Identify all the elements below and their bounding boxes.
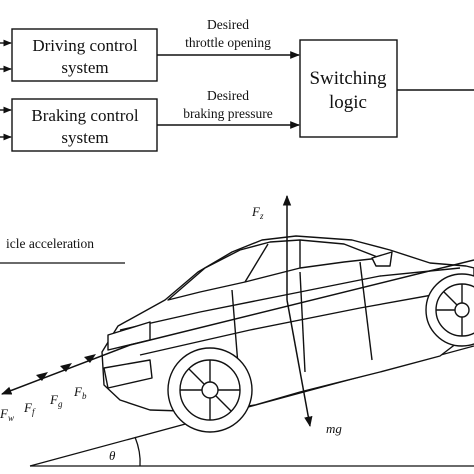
fb-label: Fb	[73, 384, 87, 401]
driving-block-line2: system	[61, 58, 108, 77]
fz-label: Fz	[251, 204, 264, 221]
mg-label: mg	[326, 421, 342, 436]
block-diagram	[0, 28, 474, 152]
switching-logic-block	[299, 39, 398, 138]
driving-block-line1: Driving control	[32, 36, 138, 55]
axis-line	[129, 259, 474, 346]
theta-arc	[134, 436, 141, 467]
ff-label: Ff	[23, 400, 36, 417]
car	[101, 235, 474, 433]
braking-block-line2: system	[61, 128, 108, 147]
braking-block-line1: Braking control	[31, 106, 138, 125]
theta-label: θ	[109, 448, 116, 463]
braking-control-block	[11, 98, 158, 152]
car-windows	[167, 239, 381, 301]
brake-label-line2: braking pressure	[183, 106, 273, 121]
switching-block-line1: Switching	[309, 68, 387, 89]
gravity-force-arrow	[286, 299, 313, 428]
throttle-label-line2: throttle opening	[185, 35, 271, 50]
fw-label: Fw	[0, 406, 14, 423]
fg-label: Fg	[49, 392, 63, 409]
switching-block-line2: logic	[329, 92, 367, 113]
force-vectors	[1, 194, 474, 428]
throttle-label-line1: Desired	[207, 17, 249, 32]
brake-label-line1: Desired	[207, 88, 249, 103]
driving-control-block	[11, 28, 158, 82]
acceleration-caption: icle acceleration	[6, 236, 94, 251]
